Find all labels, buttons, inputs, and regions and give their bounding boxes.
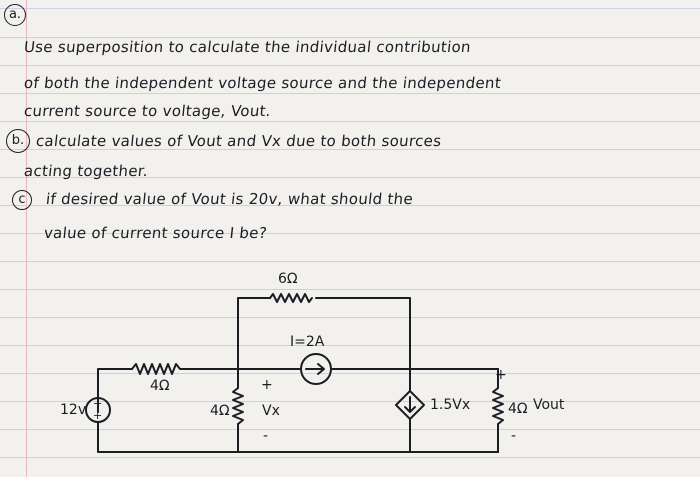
label-4ohm-series: 4Ω [150, 378, 170, 394]
part-a-marker: a. [4, 4, 26, 26]
resistor-4ohm-series [131, 363, 189, 375]
voltage-source-plus: + [93, 409, 102, 422]
wire-left-top [97, 368, 133, 413]
arrow-down-icon [404, 396, 416, 413]
wire-top-left [237, 297, 271, 301]
part-b-marker: b. [6, 129, 30, 153]
resistor-4ohm-mid [232, 387, 244, 425]
label-vx: Vx [262, 403, 280, 419]
label-vout-plus: + [495, 367, 507, 383]
arrow-right-icon [305, 363, 325, 375]
label-12v: 12v [60, 402, 86, 418]
label-current-source: I=2A [290, 334, 325, 350]
resistor-4ohm-right [492, 387, 504, 425]
label-6ohm: 6Ω [278, 271, 298, 287]
wire-top-right [315, 297, 411, 370]
margin-line [26, 0, 27, 477]
label-vout-minus: - [511, 428, 516, 444]
label-dependent-source: 1.5Vx [430, 397, 470, 413]
part-c-marker: c [12, 190, 32, 210]
wire-bottom [97, 421, 499, 453]
label-vout: Vout [533, 397, 565, 413]
resistor-6ohm [269, 293, 313, 303]
label-4ohm-mid: 4Ω [210, 403, 230, 419]
voltage-source-icon [85, 397, 111, 423]
label-vx-plus: + [261, 377, 273, 393]
label-4ohm-right: 4Ω [508, 401, 528, 417]
voltage-source-minus: − [93, 397, 102, 410]
label-vx-minus: - [263, 428, 268, 444]
